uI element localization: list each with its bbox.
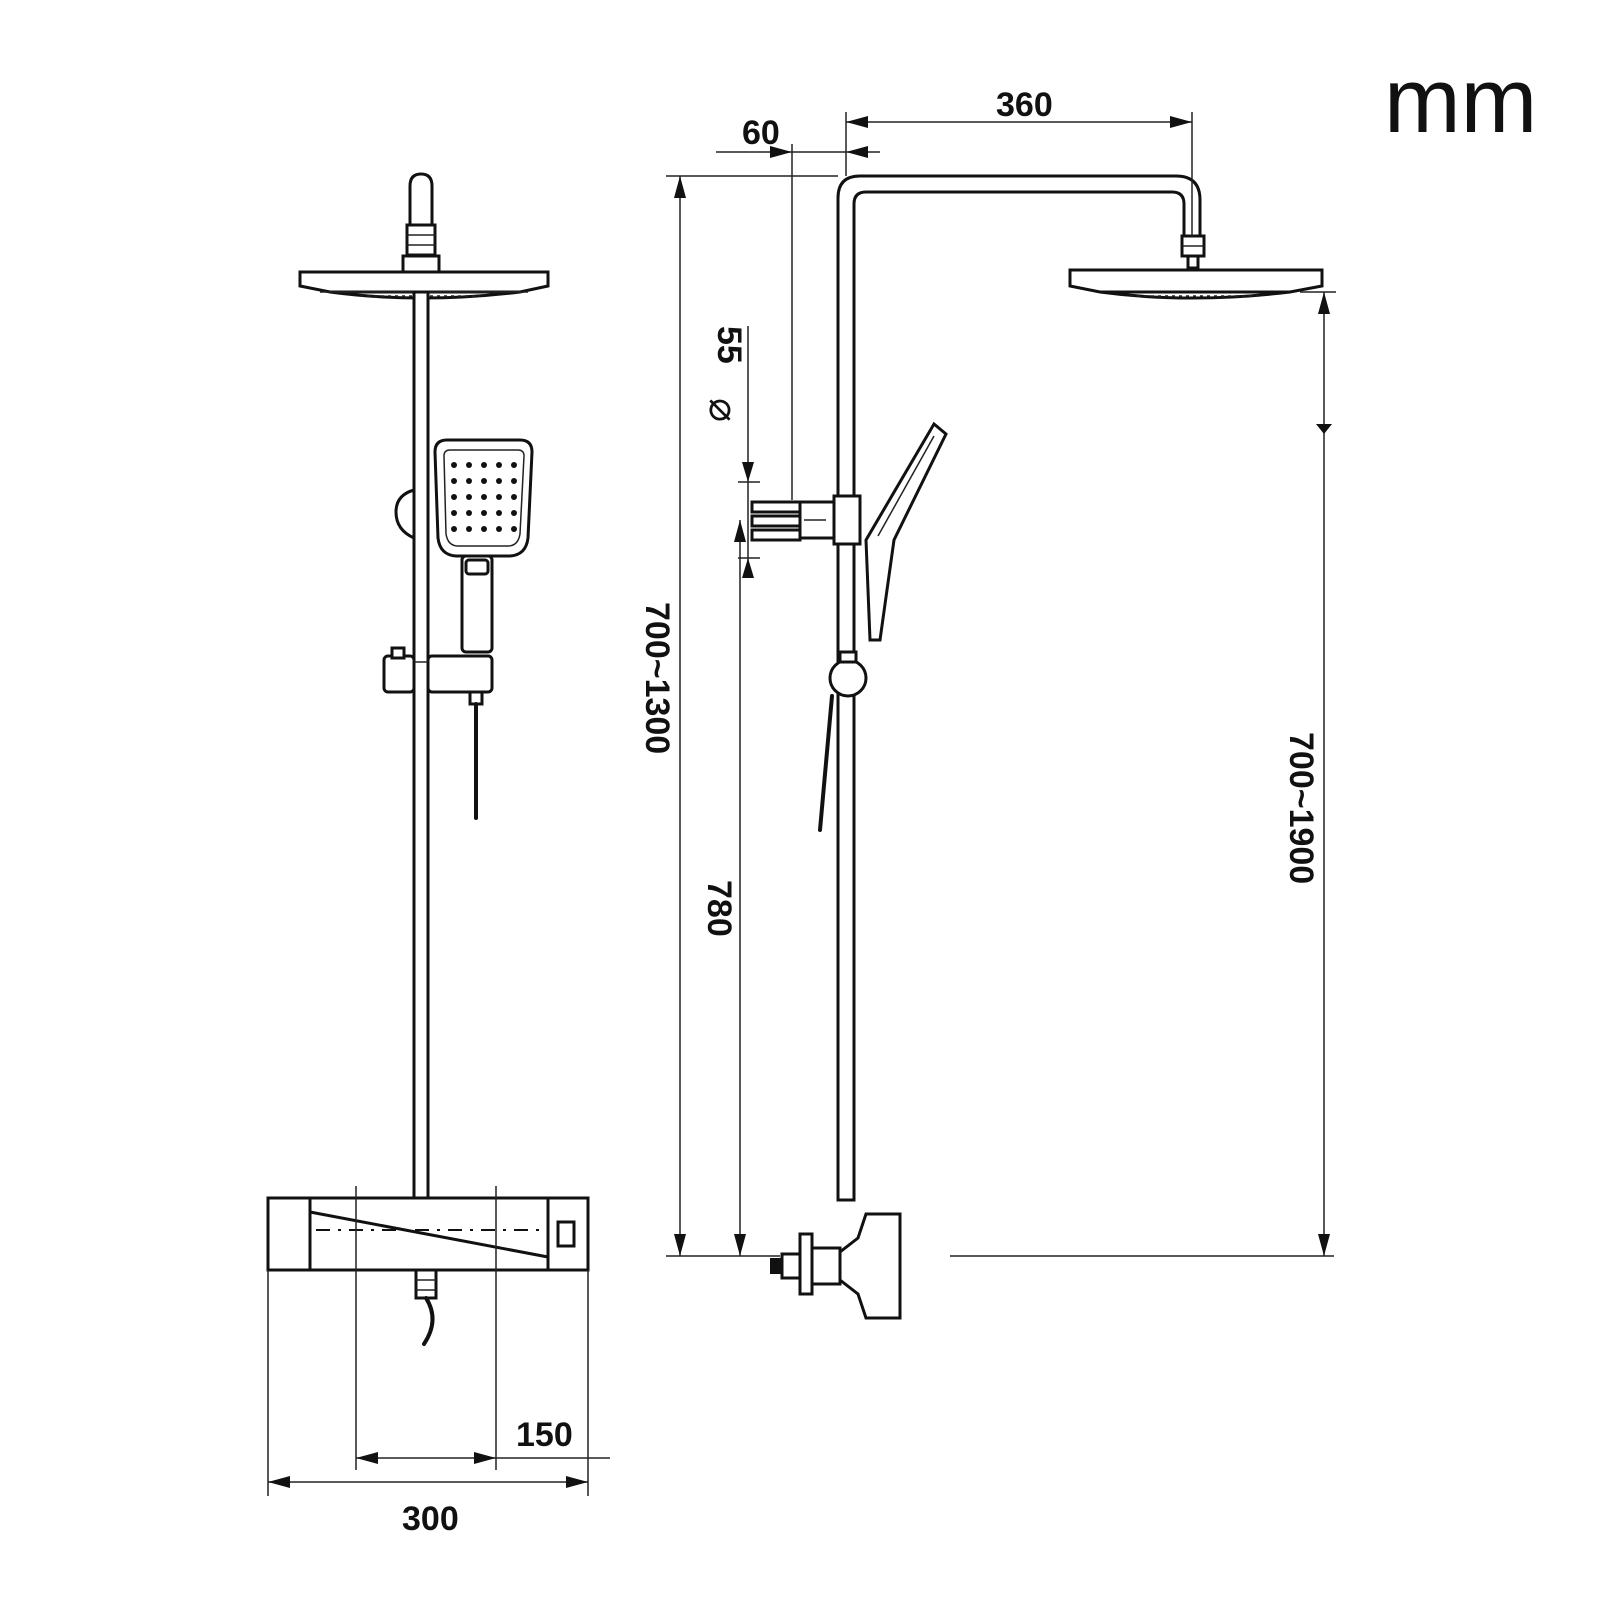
front-main-rail xyxy=(412,290,430,1200)
dim-head-projection: 360 xyxy=(845,86,1193,236)
dim-head-height: 700~1900 xyxy=(1282,291,1336,1256)
front-hand-shower xyxy=(433,438,534,654)
front-bottom-outlet xyxy=(414,1268,438,1300)
front-bottom-hose xyxy=(422,1296,435,1346)
front-riser-nut xyxy=(405,223,437,257)
front-slide-bracket xyxy=(382,646,494,694)
dim-rail-height: 700~1300 xyxy=(638,176,686,1256)
dim-rail-height-label: 700~1300 xyxy=(638,602,676,754)
dim-head-projection-label: 360 xyxy=(996,86,1053,124)
dim-panel-width-label: 300 xyxy=(402,1500,459,1538)
side-overhead-head xyxy=(1068,268,1324,294)
side-hose xyxy=(818,694,834,832)
front-hand-shower-nozzles xyxy=(451,462,517,532)
dim-connector-diameter: 55 ⌀ xyxy=(701,326,760,578)
side-mid-connector xyxy=(750,494,862,546)
dim-inlet-spacing: 150 xyxy=(355,1186,610,1470)
units-label: mm xyxy=(1384,50,1537,152)
side-main-rail xyxy=(836,174,1202,1202)
dim-wall-offset: 60 xyxy=(716,114,880,500)
front-riser-top xyxy=(408,172,434,227)
front-overhead-head xyxy=(298,270,550,294)
dim-inlet-spacing-label: 150 xyxy=(516,1416,573,1454)
dim-connector-diameter-label: 55 xyxy=(710,326,748,364)
front-mixer-bar xyxy=(266,1196,590,1272)
front-view: 150 300 xyxy=(266,172,610,1538)
dim-connector-height: 780 xyxy=(700,520,746,1256)
dim-panel-width: 300 xyxy=(267,1270,589,1538)
dim-connector-diameter-symbol: ⌀ xyxy=(701,398,745,422)
dim-wall-offset-label: 60 xyxy=(742,114,780,152)
side-mixer xyxy=(770,1212,902,1320)
dim-head-height-label: 700~1900 xyxy=(1282,732,1320,884)
side-slider-knob xyxy=(828,658,868,698)
front-holder-knob xyxy=(394,488,416,541)
side-view: 360 60 55 ⌀ 700~1300 xyxy=(638,86,1336,1320)
dim-connector-height-label: 780 xyxy=(700,880,738,937)
side-hand-shower xyxy=(864,421,948,642)
